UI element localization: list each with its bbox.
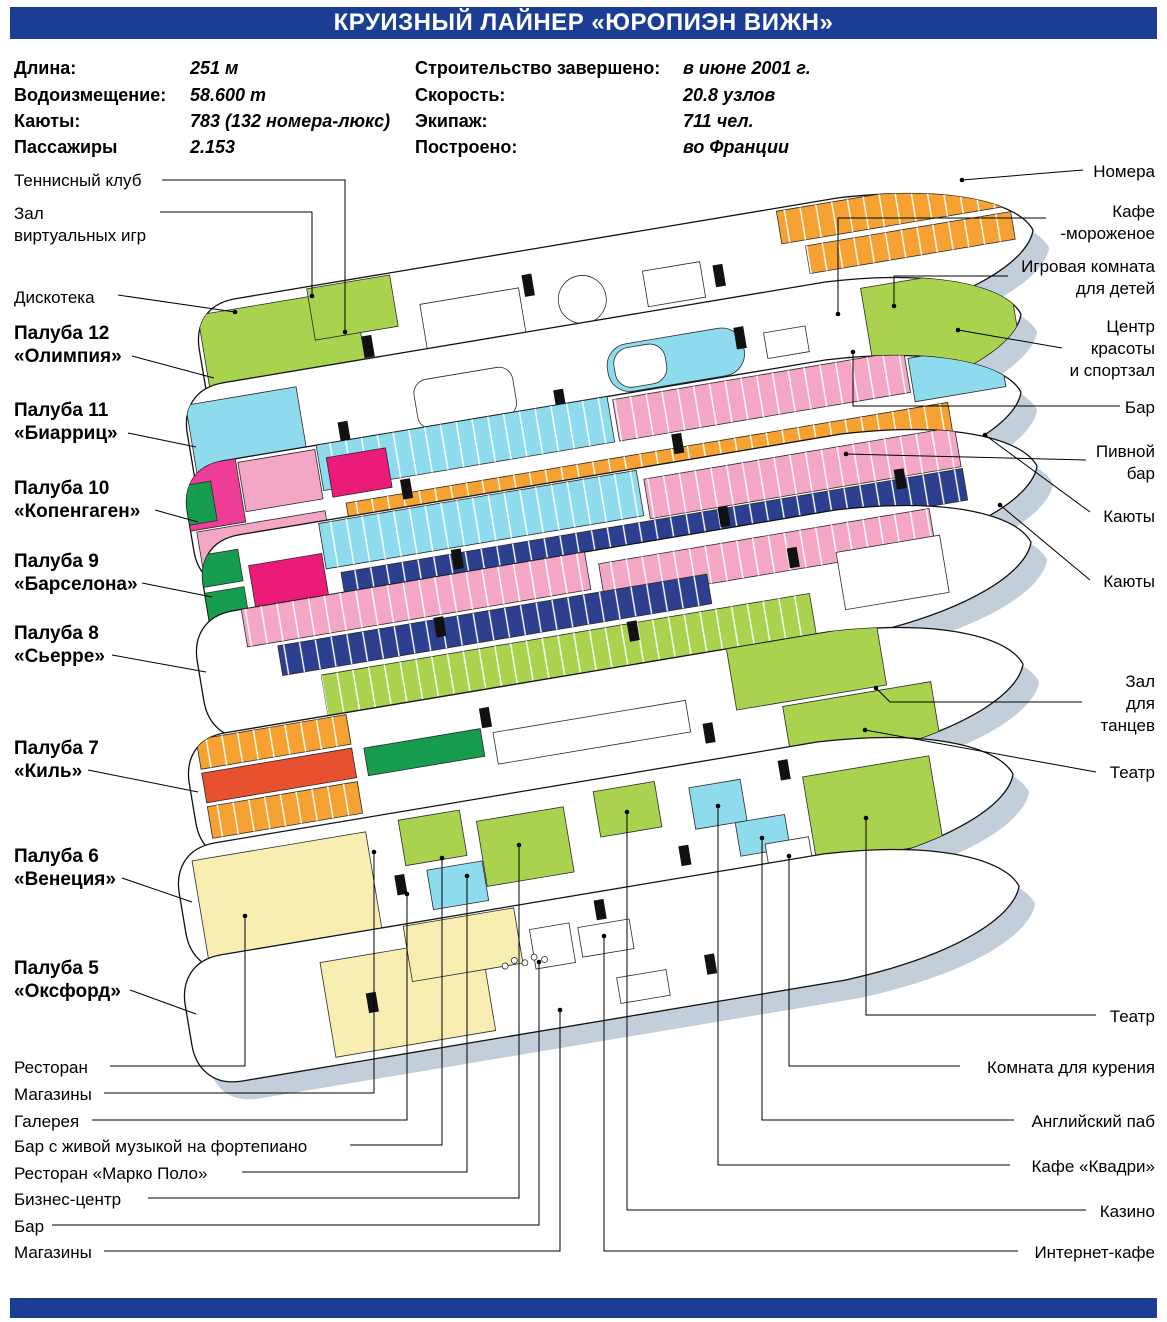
spec-label: Строительство завершено: bbox=[415, 58, 661, 78]
callout-disco: Дискотека bbox=[14, 288, 95, 307]
callout-beauty-center: Центр красоты и спортзал bbox=[1069, 317, 1155, 381]
spec-value: в июне 2001 г. bbox=[683, 58, 811, 78]
deck-plan-11 bbox=[179, 250, 1048, 534]
callout-marco-polo: Ресторан «Марко Поло» bbox=[14, 1164, 208, 1183]
callout-quadri-cafe: Кафе «Квадри» bbox=[1031, 1157, 1156, 1176]
spec-row: Длина: 251 м Строительство завершено: в … bbox=[0, 58, 1167, 82]
spec-value: 20.8 узлов bbox=[683, 85, 776, 105]
spec-value: 783 (132 номера-люкс) bbox=[190, 111, 391, 131]
callout-bar-2: Бар bbox=[14, 1217, 45, 1236]
spec-value: 711 чел. bbox=[683, 111, 754, 131]
deck-plan-8 bbox=[189, 478, 1058, 762]
deck-number: Палуба 12 bbox=[14, 323, 110, 344]
callout-restaurant: Ресторан bbox=[14, 1058, 88, 1077]
deck-label-6: Палуба 6 «Венеция» bbox=[14, 845, 116, 891]
callout-theatre-1: Театр bbox=[1109, 763, 1155, 782]
spec-label: Водоизмещение: bbox=[14, 85, 167, 105]
deck-number: Палуба 10 bbox=[14, 478, 110, 499]
callout-smoking-room: Комната для курения bbox=[987, 1058, 1155, 1077]
deck-name: «Оксфорд» bbox=[14, 981, 121, 1003]
callout-ice-cream-cafe: Кафе -мороженое bbox=[1060, 202, 1155, 244]
callout-theatre-2: Театр bbox=[1109, 1007, 1155, 1026]
casino-area bbox=[592, 780, 663, 838]
spec-row: Пассажиры 2.153 Построено: во Франции bbox=[0, 137, 1167, 161]
callout-gallery: Галерея bbox=[14, 1112, 80, 1131]
callout-shops-1: Магазины bbox=[14, 1085, 92, 1104]
callout-cabins-1: Каюты bbox=[1103, 507, 1155, 526]
deck-name: «Киль» bbox=[14, 761, 83, 783]
spec-value: 58.600 т bbox=[190, 85, 267, 105]
callout-kids-playroom: Игровая комната для детей bbox=[1021, 257, 1155, 299]
spec-label: Каюты: bbox=[14, 111, 81, 131]
spec-value: во Франции bbox=[683, 137, 789, 157]
spec-value: 2.153 bbox=[190, 137, 236, 157]
spec-row: Водоизмещение: 58.600 т Скорость: 20.8 у… bbox=[0, 85, 1167, 109]
virtual-games-area bbox=[306, 274, 399, 341]
callout-english-pub: Английский паб bbox=[1031, 1112, 1155, 1131]
callout-bar: Бар bbox=[1124, 398, 1155, 417]
callout-virtual-games: Зал виртуальных игр bbox=[14, 204, 147, 246]
deck-number: Палуба 8 bbox=[14, 623, 99, 644]
deck-name: «Барселона» bbox=[14, 574, 138, 596]
spec-label: Экипаж: bbox=[415, 111, 488, 131]
deck-label-5: Палуба 5 «Оксфорд» bbox=[14, 957, 121, 1003]
deck-plan-5 bbox=[177, 822, 1046, 1106]
deck-name: «Копенгаген» bbox=[14, 501, 141, 523]
deck-label-8: Палуба 8 «Сьерре» bbox=[14, 622, 105, 668]
leader-dots bbox=[232, 177, 1003, 1013]
callout-dance-hall: Зал для танцев bbox=[1100, 672, 1155, 736]
callout-suites: Номера bbox=[1093, 162, 1155, 181]
deck-label-12: Палуба 12 «Олимпия» bbox=[14, 322, 122, 368]
deck-number: Палуба 9 bbox=[14, 551, 99, 572]
deck-number: Палуба 5 bbox=[14, 958, 99, 979]
deck-label-9: Палуба 9 «Барселона» bbox=[14, 550, 138, 596]
spec-label: Длина: bbox=[14, 58, 77, 78]
spec-label: Построено: bbox=[415, 137, 518, 157]
page-title: КРУИЗНЫЙ ЛАЙНЕР «ЮРОПИЭН ВИЖН» bbox=[333, 9, 834, 36]
spec-row: Каюты: 783 (132 номера-люкс) Экипаж: 711… bbox=[0, 111, 1167, 135]
callout-casino: Казино bbox=[1099, 1202, 1155, 1221]
callout-cabins-2: Каюты bbox=[1103, 572, 1155, 591]
callout-internet-cafe: Интернет-кафе bbox=[1034, 1243, 1155, 1262]
spec-value: 251 м bbox=[190, 58, 239, 78]
callout-business-center: Бизнес-центр bbox=[14, 1190, 122, 1209]
deck-label-10: Палуба 10 «Копенгаген» bbox=[14, 477, 140, 523]
deck-name: «Биарриц» bbox=[14, 423, 118, 445]
bar-area bbox=[529, 922, 576, 970]
deck-number: Палуба 11 bbox=[14, 400, 109, 421]
internet-cafe-area bbox=[577, 918, 635, 958]
callout-shops-2: Магазины bbox=[14, 1243, 92, 1262]
deck-plan-6 bbox=[171, 710, 1040, 994]
callout-tennis-club: Теннисный клуб bbox=[14, 171, 142, 190]
leader-lines bbox=[52, 169, 1120, 1252]
footer-bar bbox=[10, 1298, 1157, 1318]
spec-label: Скорость: bbox=[415, 85, 506, 105]
deck-name: «Олимпия» bbox=[14, 346, 122, 368]
deck-name: «Сьерре» bbox=[14, 646, 105, 668]
callout-piano-bar: Бар с живой музыкой на фортепиано bbox=[14, 1137, 308, 1156]
header-bar: КРУИЗНЫЙ ЛАЙНЕР «ЮРОПИЭН ВИЖН» bbox=[10, 7, 1157, 39]
deck-number: Палуба 7 bbox=[14, 738, 99, 759]
deck-name: «Венеция» bbox=[14, 869, 116, 891]
deck-number: Палуба 6 bbox=[14, 846, 99, 867]
deck-label-7: Палуба 7 «Киль» bbox=[14, 737, 99, 783]
callout-beer-bar: Пивной бар bbox=[1095, 442, 1155, 484]
spec-label: Пассажиры bbox=[14, 137, 118, 157]
deck-label-11: Палуба 11 «Биарриц» bbox=[14, 399, 118, 445]
